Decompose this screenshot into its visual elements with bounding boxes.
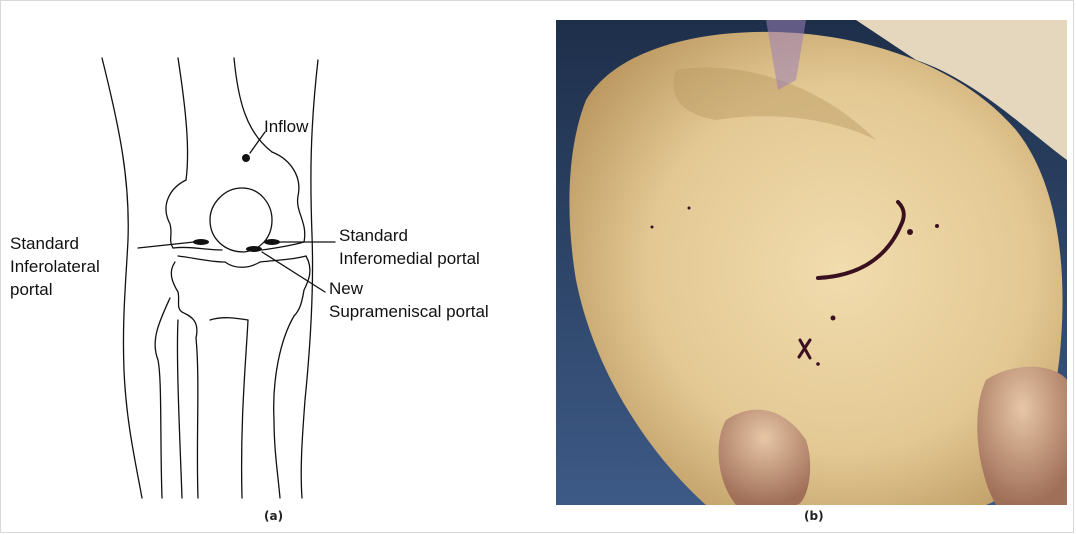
knee-photo-illustration [556,20,1067,505]
inferomedial-label-line2: Inferomedial portal [339,248,480,269]
inflow-label: Inflow [264,116,308,137]
inferolateral-label-line2: Inferolateral [10,256,100,277]
inferomedial-label-line1: Standard [339,225,408,246]
knee-diagram-panel: Inflow Standard Inferolateral portal Sta… [10,20,530,505]
suprameniscal-label-line1: New [329,278,363,299]
knee-photo-panel [556,20,1067,505]
caption-a: (a) [264,509,283,523]
inferolateral-label-line3: portal [10,279,53,300]
inferolateral-label-line1: Standard [10,233,79,254]
thumb [977,367,1067,505]
suprameniscal-label-line2: Suprameniscal portal [329,301,489,322]
caption-b: (b) [804,509,824,523]
